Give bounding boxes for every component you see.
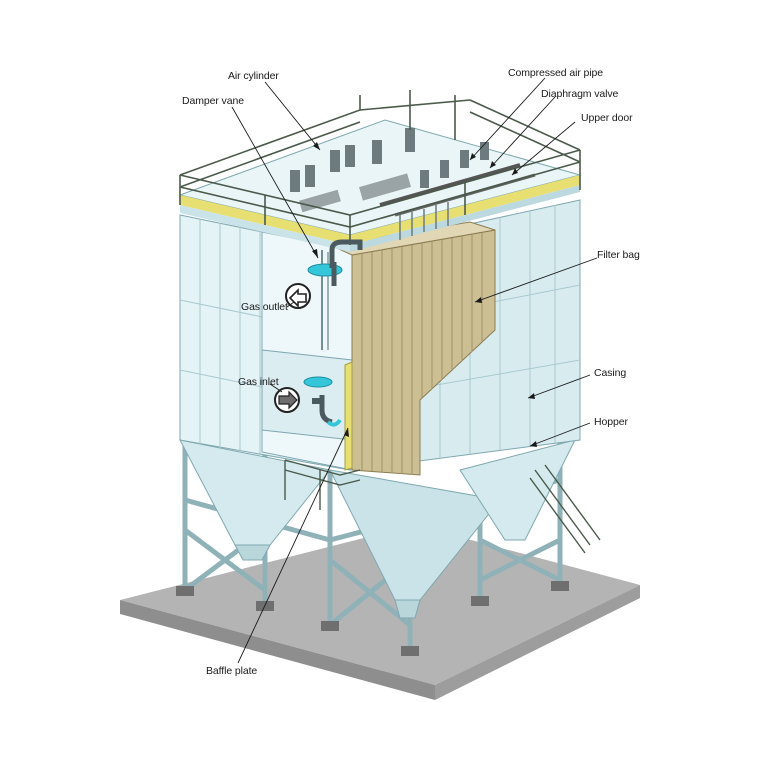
roof-equipment bbox=[290, 128, 536, 240]
diaphragm-valve-label: Diaphragm valve bbox=[541, 88, 619, 100]
compressed-air-pipe-label: Compressed air pipe bbox=[508, 67, 603, 79]
air-cylinder-label: Air cylinder bbox=[228, 70, 279, 82]
handrails bbox=[179, 90, 581, 245]
upper-door-label: Upper door bbox=[581, 112, 633, 124]
casing-label: Casing bbox=[594, 367, 627, 379]
lower-platform bbox=[284, 459, 361, 510]
gas-inlet-arrow-icon bbox=[274, 387, 300, 413]
gas-inlet-label: Gas inlet bbox=[238, 376, 279, 388]
hopper-label: Hopper bbox=[594, 416, 628, 428]
leader-lines bbox=[231, 77, 598, 664]
damper-vane-label: Damper vane bbox=[182, 95, 244, 107]
leader-arrowheads bbox=[312, 142, 537, 447]
filter-bag-label: Filter bag bbox=[597, 249, 640, 261]
gas-outlet-arrow-icon bbox=[285, 283, 311, 309]
access-stair bbox=[529, 464, 601, 554]
baffle-plate bbox=[344, 361, 353, 471]
gas-ducting bbox=[303, 239, 363, 427]
filter-bag-bundle bbox=[328, 221, 496, 476]
hoppers bbox=[179, 439, 576, 619]
baffle-plate-label: Baffle plate bbox=[206, 665, 258, 677]
gas-outlet-label: Gas outlet bbox=[241, 301, 288, 313]
